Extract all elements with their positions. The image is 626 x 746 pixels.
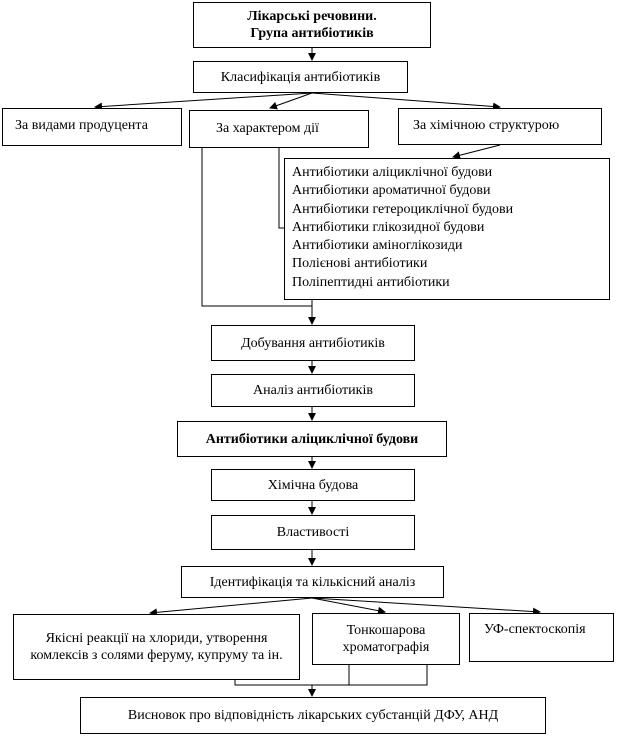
alicyclic-box: Антибіотики аліциклічної будови <box>177 421 447 457</box>
branch-by-structure: За хімічною структурою <box>398 108 602 145</box>
branch-by-action: За характером дії <box>189 110 369 148</box>
production-label: Добування антибіотиків <box>241 335 385 351</box>
structure-list-item: Антибіотики аліциклічної будови <box>292 165 493 180</box>
method-tlc-label: Тонкошарова хроматографія <box>342 623 430 655</box>
chemical-structure-box: Хімічна будова <box>211 469 415 501</box>
chemical-structure-label: Хімічна будова <box>267 477 359 493</box>
header-line-2: Група антибіотиків <box>250 26 374 41</box>
conclusion-box: Висновок про відповідність лікарських су… <box>80 697 546 734</box>
analysis-label: Аналіз антибіотиків <box>253 383 373 398</box>
properties-label: Властивості <box>276 525 350 540</box>
method-uv-box: УФ-спектоскопія <box>469 613 614 662</box>
classification-label: Класифікація антибіотиків <box>220 69 381 85</box>
header-line-1: Лікарські речовини. <box>247 9 377 24</box>
method-tlc-box: Тонкошарова хроматографія <box>312 613 460 665</box>
structure-list-item: Антибіотики глікозидної будови <box>292 219 485 235</box>
properties-box: Властивості <box>211 515 415 550</box>
structure-list-item: Антибіотики аміноглікозиди <box>292 238 463 254</box>
conclusion-label: Висновок про відповідність лікарських су… <box>127 708 499 723</box>
production-box: Добування антибіотиків <box>211 325 415 361</box>
branch-by-producer-label: За видами продуцента <box>15 118 148 133</box>
branch-by-action-label: За характером дії <box>216 121 319 136</box>
method-qualitative-label: Якісні реакції на хлориди, утворення ком… <box>30 631 283 663</box>
identification-label: Ідентифікація та кількісний аналіз <box>209 574 416 590</box>
structure-list-box: Антибіотики аліциклічної будови Антибіот… <box>284 158 610 300</box>
alicyclic-label: Антибіотики аліциклічної будови <box>205 431 419 447</box>
branch-by-structure-label: За хімічною структурою <box>413 118 560 133</box>
analysis-box: Аналіз антибіотиків <box>211 374 415 407</box>
identification-box: Ідентифікація та кількісний аналіз <box>181 566 444 598</box>
classification-box: Класифікація антибіотиків <box>193 61 408 93</box>
header-box: Лікарські речовини. Група антибіотиків <box>193 2 431 48</box>
branch-by-producer: За видами продуцента <box>2 108 182 146</box>
structure-list-item: Антибіотики гетероциклічної будови <box>292 201 514 217</box>
structure-list-item: Антибіотики ароматичної будови <box>292 183 491 199</box>
structure-list-item: Поліпептидні антибіотики <box>292 274 450 290</box>
structure-list-item: Полієнові антибіотики <box>292 256 428 272</box>
method-uv-label: УФ-спектоскопія <box>484 622 586 637</box>
method-qualitative-box: Якісні реакції на хлориди, утворення ком… <box>13 614 300 680</box>
